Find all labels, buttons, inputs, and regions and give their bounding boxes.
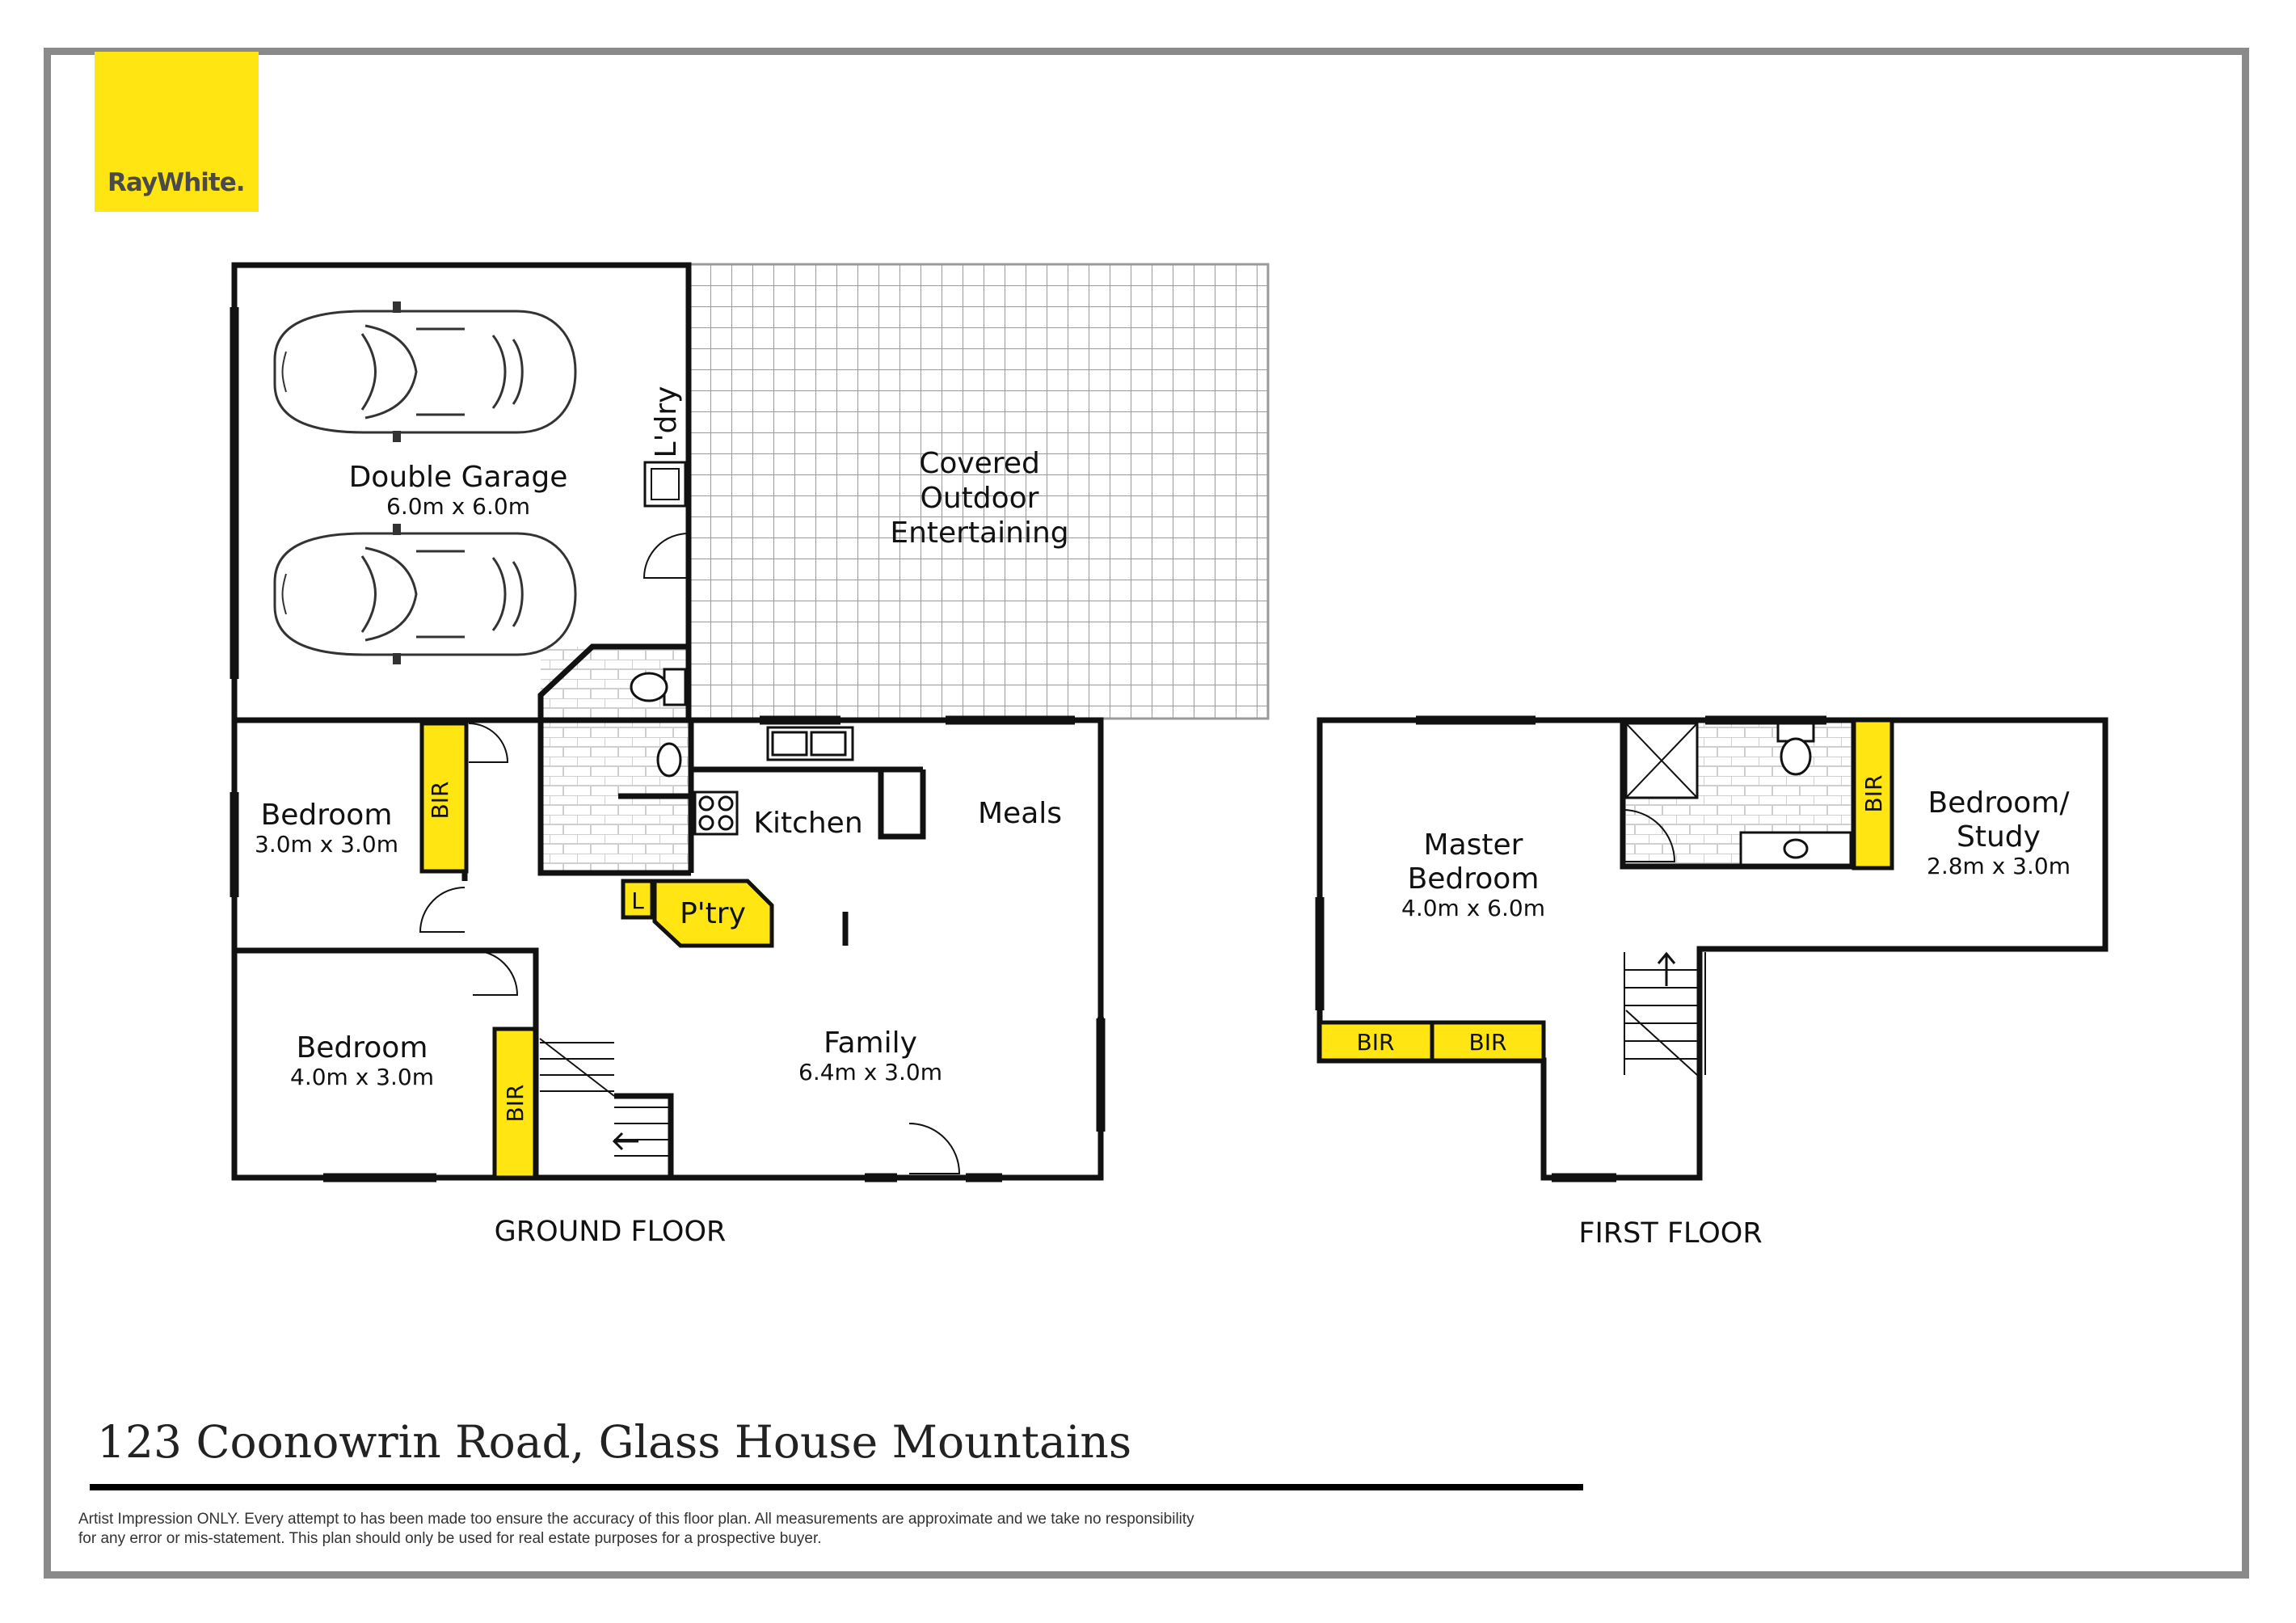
ground-floor-title: GROUND FLOOR xyxy=(495,1216,727,1248)
ground-floor-walls xyxy=(231,262,1104,1181)
outdoor-label-1: Covered xyxy=(919,447,1040,480)
ground-stairs xyxy=(539,1038,671,1157)
laundry-tub-icon xyxy=(643,461,687,508)
first-doors xyxy=(1622,809,1676,862)
address-underline xyxy=(90,1484,1583,1490)
ground-highlights xyxy=(419,721,774,1180)
bir-label-master-2: BIR xyxy=(1469,1029,1507,1056)
ground-toilet-icon xyxy=(630,668,687,706)
kitchen-label: Kitchen xyxy=(753,807,862,840)
raywhite-logo: RayWhite. xyxy=(95,52,259,212)
linen-cupboard xyxy=(621,879,655,920)
first-stairs xyxy=(1624,951,1706,1076)
ground-doors xyxy=(419,533,961,1174)
pantry xyxy=(652,879,774,948)
outdoor-label-2: Outdoor xyxy=(921,482,1039,515)
family-dims: 6.4m x 3.0m xyxy=(798,1059,942,1086)
bir-label-bedroom1: BIR xyxy=(427,782,453,820)
study-dims: 2.8m x 3.0m xyxy=(1927,853,2071,879)
first-floor-title: FIRST FLOOR xyxy=(1578,1217,1762,1250)
disclaimer: Artist Impression ONLY. Every attempt to… xyxy=(78,1510,1371,1549)
ground-basin-icon xyxy=(656,742,682,778)
bedroom2-label: Bedroom xyxy=(297,1031,428,1064)
property-address: 123 Coonowrin Road, Glass House Mountain… xyxy=(97,1416,1132,1468)
kitchen-sink-icon xyxy=(766,726,854,761)
disclaimer-line-2: for any error or mis-statement. This pla… xyxy=(78,1530,822,1547)
ground-windows xyxy=(230,307,1106,1182)
garage-dims: 6.0m x 6.0m xyxy=(386,493,530,520)
car-icon-top xyxy=(273,300,577,444)
bedroom1-label: Bedroom xyxy=(261,799,393,832)
bir-bedroom1 xyxy=(419,721,469,874)
bir-master-2 xyxy=(1430,1020,1546,1063)
page-frame xyxy=(44,48,2249,1579)
bir-study xyxy=(1852,718,1894,871)
garage-label: Double Garage xyxy=(349,461,568,494)
covered-outdoor-deck xyxy=(688,263,1270,720)
bedroom2-dims: 4.0m x 3.0m xyxy=(290,1064,434,1090)
logo-text: RayWhite. xyxy=(107,168,246,197)
bir-label-bedroom2: BIR xyxy=(502,1085,529,1123)
car-icon-bottom xyxy=(273,522,577,666)
outdoor-label-3: Entertaining xyxy=(890,516,1068,550)
master-dims: 4.0m x 6.0m xyxy=(1401,895,1545,921)
family-label: Family xyxy=(824,1026,917,1060)
shower-icon xyxy=(1624,722,1699,799)
study-label-1: Bedroom/ xyxy=(1928,786,2071,820)
bir-label-study: BIR xyxy=(1860,775,1887,813)
master-label-1: Master xyxy=(1424,828,1523,862)
cooktop-icon xyxy=(693,790,739,836)
ensuite-toilet-icon xyxy=(1776,722,1815,776)
ensuite-basin-icon xyxy=(1739,831,1852,866)
linen-label: L xyxy=(631,887,644,914)
bir-bedroom2 xyxy=(492,1026,537,1180)
laundry-label: L'dry xyxy=(650,386,683,458)
disclaimer-line-1: Artist Impression ONLY. Every attempt to… xyxy=(78,1511,1194,1528)
pantry-label: P'try xyxy=(680,897,746,930)
first-windows xyxy=(1315,715,1826,1182)
first-highlights xyxy=(1317,718,1894,1063)
bedroom1-dims: 3.0m x 3.0m xyxy=(255,831,398,858)
master-label-2: Bedroom xyxy=(1408,862,1540,896)
meals-label: Meals xyxy=(978,797,1062,830)
study-label-2: Study xyxy=(1957,820,2041,854)
bir-label-master-1: BIR xyxy=(1357,1029,1395,1056)
